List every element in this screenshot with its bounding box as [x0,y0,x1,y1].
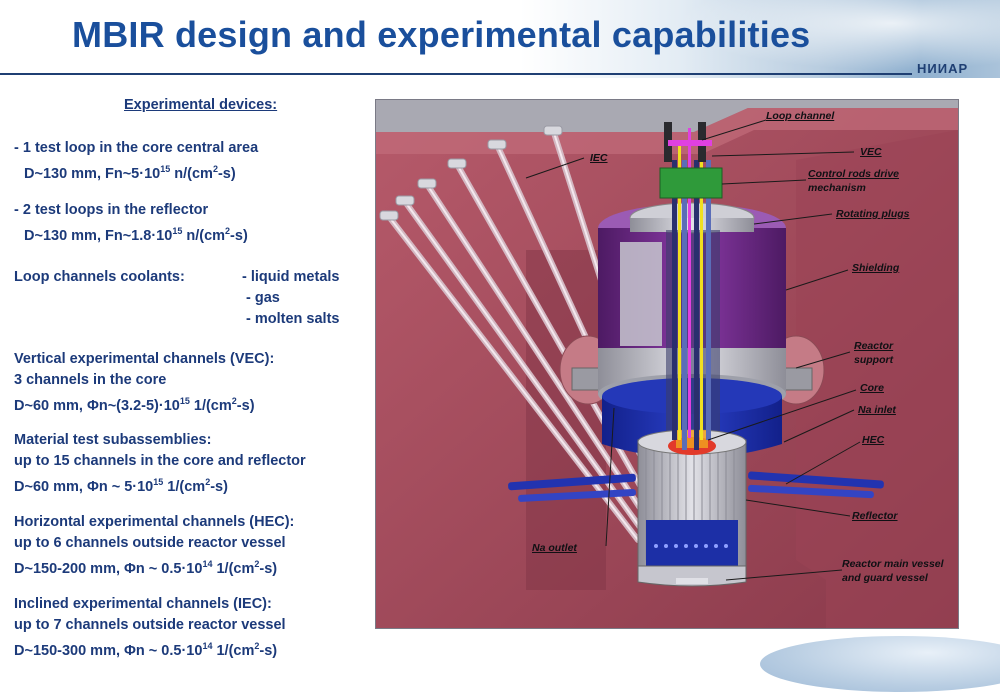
label-vessel-2: and guard vessel [842,572,928,584]
control-rod-drive [659,167,723,199]
lower-plenum-dots [654,544,728,548]
iec-line2: D~150-300 mm, Φn ~ 0.5·1014 1/(cm2-s) [14,641,278,659]
hec-title: Horizontal experimental channels (HEC): [14,514,295,530]
label-na-outlet: Na outlet [532,542,577,554]
reactor-cutaway-svg [376,108,958,628]
coolant-liquid-metals: - liquid metals [242,269,340,285]
lower-plenum [646,520,738,572]
callout-leaders [525,119,861,581]
vec-line1: 3 channels in the core [14,372,167,388]
label-rotating-plugs: Rotating plugs [836,208,910,220]
loop1-line1: - 1 test loop in the core central area [14,140,259,156]
mts-title: Material test subassemblies: [14,432,212,448]
mts-line2: D~60 mm, Φn ~ 5·1015 1/(cm2-s) [14,477,228,495]
label-reactor-support-2: support [854,354,894,366]
upper-shield-light [620,242,662,346]
loop2-line2: D~130 mm, Fn~1.8·1015 n/(cm2-s) [24,226,248,244]
vessel-bottom [637,565,747,587]
coolant-molten-salts: - molten salts [246,311,340,327]
header-rule [0,73,912,75]
concrete-top-face [376,108,958,154]
hec-line1: up to 6 channels outside reactor vessel [14,535,286,551]
iec-tube-heads [379,125,563,221]
institute-logo: НИИАР [917,61,969,76]
label-hec: HEC [862,434,885,446]
loop1-line2: D~130 mm, Fn~5·1015 n/(cm2-s) [24,164,236,182]
experimental-devices-heading: Experimental devices: [124,97,278,113]
label-reactor-support-1: Reactor [854,340,894,352]
label-core: Core [860,382,884,394]
label-iec: IEC [590,152,608,164]
coolants-label: Loop channels coolants: [14,269,185,285]
concrete-cut-section [796,130,958,628]
label-vessel-1: Reactor main vessel [842,558,944,570]
vec-title: Vertical experimental channels (VEC): [14,351,275,367]
experimental-capabilities-text: Experimental devices: - 1 test loop in t… [14,0,374,662]
vec-magenta [668,140,712,146]
hec-channels [508,471,884,502]
hec-line2: D~150-200 mm, Φn ~ 0.5·1014 1/(cm2-s) [14,559,278,577]
label-control-rods-1: Control rods drive [808,168,900,180]
mts-line1: up to 15 channels in the core and reflec… [14,453,306,469]
label-na-inlet: Na inlet [858,404,896,416]
loop2-line1: - 2 test loops in the reflector [14,202,209,218]
header-background [0,0,1000,78]
label-loop-channel: Loop channel [766,110,835,122]
iec-line1: up to 7 channels outside reactor vessel [14,617,286,633]
label-control-rods-2: mechanism [808,182,866,194]
vec-line2: D~60 mm, Φn~(3.2-5)·1015 1/(cm2-s) [14,396,255,414]
reactor-cutaway-diagram: Loop channel IEC VEC Control rods drive … [375,99,959,629]
vertical-channels [672,128,711,450]
vessel-bottom-plate [676,578,708,584]
iec-title: Inclined experimental channels (IEC): [14,596,272,612]
page-title: MBIR design and experimental capabilitie… [72,14,811,55]
label-shielding: Shielding [852,262,900,274]
label-reflector: Reflector [852,510,898,522]
label-vec: VEC [860,146,882,158]
coolant-gas: - gas [246,290,280,306]
header-fog [640,0,1000,78]
corner-decoration [760,636,1000,692]
rotating-plug-body [630,218,754,232]
